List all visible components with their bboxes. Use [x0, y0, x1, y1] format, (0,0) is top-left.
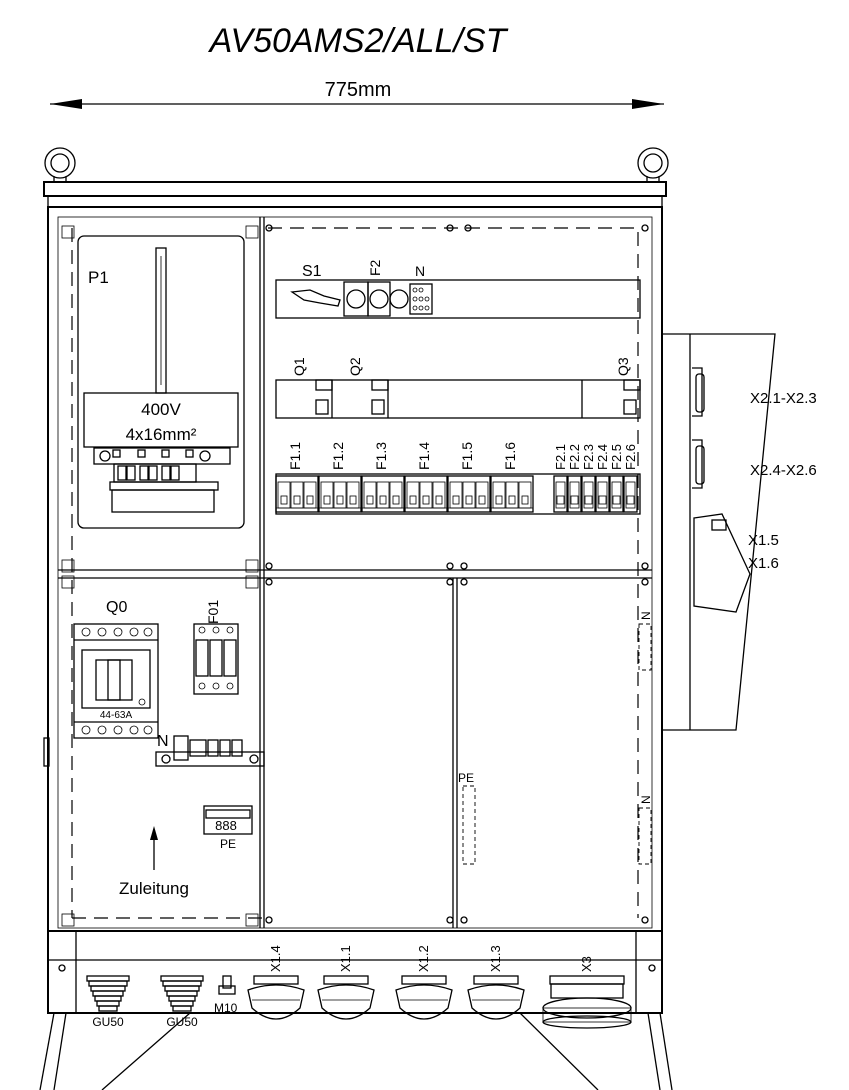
rcbo-f2-3: F2.3 — [581, 444, 596, 513]
socket-x1-1: X1.1 — [317, 945, 375, 1020]
gland-2: GU50 — [160, 975, 204, 1029]
digital-display: 888 — [215, 818, 237, 833]
breakers-group: F1.1 F1.2 F1.3 F1.4 F1.5 F1.6 — [275, 442, 534, 513]
socket-x1-2: X1.2 — [395, 945, 453, 1020]
n-rail-right-2 — [638, 807, 652, 865]
width-dimension-label: 775mm — [325, 79, 392, 101]
enclosure-roof — [43, 181, 667, 207]
breaker-f1-2: F1.2 — [318, 442, 362, 513]
n-rail-right-1 — [638, 623, 652, 671]
pe-rail-mid — [462, 785, 476, 865]
breaker-f1-6: F1.6 — [490, 442, 534, 513]
supply-arrow: Zuleitung — [119, 826, 189, 898]
rail-q: Q1 Q2 Q3 — [275, 357, 641, 419]
rcbo-f2-4: F2.4 — [595, 444, 610, 513]
panel-screws — [265, 224, 649, 924]
socket-x1-4: X1.4 — [247, 945, 305, 1020]
stand-legs — [39, 1012, 673, 1090]
rcbo-f2-6: F2.6 — [623, 444, 638, 513]
meter-voltage: 400V — [141, 400, 181, 419]
label-f2: F2 — [367, 259, 383, 276]
rcbo-label: F2.5 — [609, 444, 624, 470]
breaker-f1-4: F1.4 — [404, 442, 448, 513]
inner-frame — [57, 216, 653, 929]
label-n-right-1: N — [639, 611, 653, 620]
label-n-top: N — [415, 263, 425, 279]
breaker-label: F1.3 — [373, 442, 389, 470]
bottom-sockets: X1.4 X1.1 X1.2 X1.3 X3 — [247, 945, 632, 1029]
side-socket-label-3b: X1.6 — [748, 555, 779, 572]
label-q0: Q0 — [106, 599, 127, 616]
rail-s1: S1 F2 N — [275, 259, 641, 319]
neutral-bar: N — [155, 733, 265, 767]
rcbo-label: F2.6 — [623, 444, 638, 470]
enclosure-base — [47, 930, 663, 1014]
label-p1: P1 — [88, 268, 109, 287]
lifting-eye-right — [637, 147, 669, 182]
m10-bolt: M10 — [214, 975, 238, 1015]
socket-label: X3 — [579, 956, 594, 972]
side-socket-label-3a: X1.5 — [748, 532, 779, 549]
meter-panel-p1: P1 400V 4x16mm² — [77, 235, 245, 529]
breaker-label: F1.1 — [287, 442, 303, 470]
supply-label: Zuleitung — [119, 879, 189, 898]
label-f01: F01 — [205, 600, 221, 624]
rcbo-label: F2.1 — [553, 444, 568, 470]
rcbo-label: F2.3 — [581, 444, 596, 470]
socket-label: X1.1 — [338, 945, 353, 972]
socket-x1-3: X1.3 — [467, 945, 525, 1020]
door-hinges — [43, 737, 50, 767]
rcbo-f2-5: F2.5 — [609, 444, 624, 513]
rcbo-label: F2.4 — [595, 444, 610, 470]
gland-label: GU50 — [166, 1015, 198, 1029]
gland-1: GU50 — [86, 975, 130, 1029]
breaker-label: F1.5 — [459, 442, 475, 470]
side-socket-label-1: X2.1-X2.3 — [750, 390, 817, 407]
label-q3: Q3 — [615, 357, 631, 376]
side-socket-label-2: X2.4-X2.6 — [750, 462, 817, 479]
breaker-f1-3: F1.3 — [361, 442, 405, 513]
cable-glands: GU50 GU50 — [86, 975, 204, 1029]
label-n-left: N — [157, 733, 169, 750]
breaker-label: F1.2 — [330, 442, 346, 470]
gland-label: GU50 — [92, 1015, 124, 1029]
meter-cable: 4x16mm² — [126, 425, 197, 444]
breaker-f1-1: F1.1 — [275, 442, 319, 513]
label-q2: Q2 — [347, 357, 363, 376]
rotary-switch-s1 — [290, 289, 341, 307]
breaker-label: F1.6 — [502, 442, 518, 470]
side-socket-box: X2.1-X2.3 X2.4-X2.6 X1.5 X1.6 — [662, 333, 817, 731]
drawing-title: AV50AMS2/ALL/ST — [208, 22, 509, 60]
terminal-n-top — [409, 283, 433, 315]
pe-terminal: 888 PE — [203, 805, 253, 851]
lifting-eye-left — [44, 147, 76, 182]
q0-rating: 44-63A — [100, 710, 133, 721]
breaker-f1-5: F1.5 — [447, 442, 491, 513]
label-pe-mid: PE — [458, 771, 474, 785]
rcbo-label: F2.2 — [567, 444, 582, 470]
label-q1: Q1 — [291, 357, 307, 376]
socket-label: X1.3 — [488, 945, 503, 972]
socket-x3: X3 — [542, 956, 632, 1029]
label-m10: M10 — [214, 1001, 238, 1015]
socket-label: X1.4 — [268, 945, 283, 972]
rcbo-f2-2: F2.2 — [567, 444, 582, 513]
main-switch-q0: Q0 44-63A — [73, 599, 159, 739]
hinge-corners — [61, 225, 259, 927]
rcbo-f2-1: F2.1 — [553, 444, 568, 513]
socket-label: X1.2 — [416, 945, 431, 972]
label-pe-left: PE — [220, 837, 236, 851]
width-dimension-arrow — [50, 99, 664, 109]
label-n-right-2: N — [639, 795, 653, 804]
breaker-label: F1.4 — [416, 442, 432, 470]
surge-protector-f01: F01 — [193, 600, 239, 695]
label-s1: S1 — [302, 263, 322, 280]
